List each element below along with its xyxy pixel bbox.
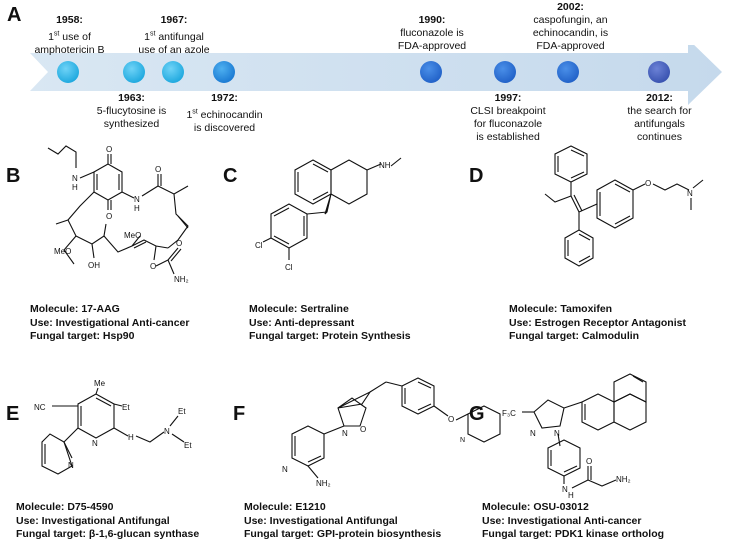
svg-text:O: O	[106, 145, 112, 154]
molecule-use: Use: Anti-depressant	[249, 316, 355, 329]
event-1997: 1997: CLSI breakpoint for fluconazole is…	[470, 92, 546, 143]
event-2012: 2012: the search for antifungals continu…	[627, 92, 692, 143]
caption-17aag: Molecule: 17-AAG Use: Investigational An…	[30, 303, 189, 344]
svg-text:O: O	[360, 425, 366, 434]
svg-text:N: N	[68, 461, 74, 470]
structure-osu-03012: F₃C N N N H O NH₂	[502, 373, 647, 500]
timeline-dot-1990	[420, 61, 442, 83]
molecule-name: Molecule: Sertraline	[249, 303, 349, 315]
svg-text:N: N	[530, 429, 536, 438]
molecule-use: Use: Estrogen Receptor Antagonist	[509, 316, 686, 329]
molecule-name: Molecule: E1210	[244, 501, 326, 513]
structure-17aag: N H O O N H O MeO OH MeO O O NH₂ O	[47, 145, 189, 284]
panel-label-g: G	[469, 403, 485, 425]
svg-text:N: N	[554, 429, 560, 438]
svg-text:Et: Et	[184, 441, 192, 450]
fungal-target: Fungal target: β-1,6-glucan synthase	[16, 528, 200, 540]
panel-label-d: D	[469, 165, 484, 187]
molecule-name: Molecule: D75-4590	[16, 501, 114, 513]
caption-sertraline: Molecule: Sertraline Use: Anti-depressan…	[249, 303, 411, 344]
panel-label-a: A	[7, 4, 22, 26]
svg-text:OH: OH	[88, 261, 100, 270]
svg-text:N: N	[282, 465, 288, 474]
timeline-dot-1963	[123, 61, 145, 83]
panel-label-e: E	[6, 403, 20, 425]
timeline-dot-1967	[162, 61, 184, 83]
timeline-dot-1997	[494, 61, 516, 83]
molecule-use: Use: Investigational Anti-cancer	[30, 316, 190, 329]
svg-text:Me: Me	[94, 379, 106, 388]
structure-tamoxifen: O N	[544, 145, 704, 267]
fungal-target: Fungal target: Calmodulin	[509, 330, 640, 342]
event-2002: 2002: caspofungin, an echinocandin, is F…	[532, 1, 609, 52]
event-1963: 1963: 5-flucytosine is synthesized	[96, 92, 167, 130]
svg-text:NH₂: NH₂	[616, 475, 631, 484]
svg-text:N: N	[72, 174, 78, 183]
fungal-target: Fungal target: Protein Synthesis	[249, 330, 411, 342]
svg-text:Cl: Cl	[285, 263, 293, 272]
molecule-use: Use: Investigational Antifungal	[244, 514, 398, 527]
svg-text:NH₂: NH₂	[316, 479, 331, 488]
event-1967: 1967: 1st antifungal use of an azole	[138, 14, 210, 56]
svg-text:H: H	[134, 204, 140, 213]
svg-text:N: N	[164, 427, 170, 436]
svg-text:H: H	[568, 491, 574, 500]
event-1990: 1990: fluconazole is FDA-approved	[397, 14, 467, 52]
structure-sertraline: NH Cl Cl	[255, 157, 402, 272]
timeline-dot-2012	[648, 61, 670, 83]
caption-e1210: Molecule: E1210 Use: Investigational Ant…	[244, 501, 441, 542]
svg-text:O: O	[155, 165, 161, 174]
svg-text:N: N	[134, 195, 140, 204]
svg-text:O: O	[176, 239, 182, 248]
panel-label-b: B	[6, 165, 21, 187]
timeline-dot-1972	[213, 61, 235, 83]
panel-label-f: F	[233, 403, 246, 425]
caption-d75-4590: Molecule: D75-4590 Use: Investigational …	[16, 501, 199, 542]
timeline-dot-2002	[557, 61, 579, 83]
svg-text:Et: Et	[178, 407, 186, 416]
molecule-use: Use: Investigational Anti-cancer	[482, 514, 642, 527]
svg-text:MeO: MeO	[124, 231, 141, 240]
event-1972: 1972: 1st echinocandin is discovered	[186, 92, 263, 134]
molecule-use: Use: Investigational Antifungal	[16, 514, 170, 527]
molecule-name: Molecule: Tamoxifen	[509, 303, 613, 315]
timeline-arrow	[30, 45, 722, 105]
svg-text:NH₂: NH₂	[174, 275, 189, 284]
svg-text:H: H	[128, 433, 134, 442]
svg-text:N: N	[342, 429, 348, 438]
svg-text:N: N	[687, 189, 693, 198]
timeline-dot-1958	[57, 61, 79, 83]
molecule-name: Molecule: 17-AAG	[30, 303, 120, 315]
svg-text:H: H	[72, 183, 78, 192]
svg-text:F₃C: F₃C	[502, 409, 516, 418]
svg-text:NC: NC	[34, 403, 46, 412]
structure-e1210: O N O N N NH₂	[282, 377, 501, 488]
svg-text:N: N	[460, 437, 465, 444]
svg-text:O: O	[448, 415, 454, 424]
structure-d75-4590: NC Me Et N N H N Et Et	[34, 379, 192, 475]
caption-tamoxifen: Molecule: Tamoxifen Use: Estrogen Recept…	[509, 303, 686, 344]
svg-text:O: O	[586, 457, 592, 466]
svg-text:N: N	[562, 485, 568, 494]
fungal-target: Fungal target: PDK1 kinase ortholog	[482, 528, 665, 540]
svg-text:O: O	[106, 212, 112, 221]
svg-text:Et: Et	[122, 403, 130, 412]
svg-text:O: O	[645, 179, 651, 188]
fungal-target: Fungal target: Hsp90	[30, 330, 135, 342]
fungal-target: Fungal target: GPI-protein biosynthesis	[244, 528, 442, 540]
event-1958: 1958: 1st use of amphotericin B	[34, 14, 105, 56]
molecule-name: Molecule: OSU-03012	[482, 501, 589, 513]
svg-text:MeO: MeO	[54, 247, 71, 256]
timeline-arrow-shape	[30, 45, 722, 105]
svg-text:N: N	[92, 439, 98, 448]
svg-text:Cl: Cl	[255, 241, 263, 250]
caption-osu-03012: Molecule: OSU-03012 Use: Investigational…	[482, 501, 664, 542]
svg-text:O: O	[150, 262, 156, 271]
panel-label-c: C	[223, 165, 238, 187]
svg-text:NH: NH	[379, 161, 391, 170]
